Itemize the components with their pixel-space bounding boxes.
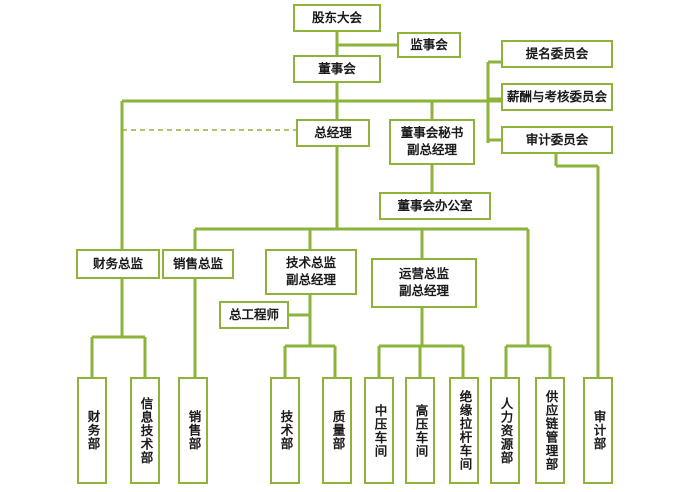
node-audit-committee: 审计委员会 [501, 126, 613, 154]
node-board-secretary: 董事会秘书 副总经理 [389, 119, 475, 165]
node-audit-dept: 审计部 [583, 377, 613, 484]
operations-director-line1: 运营总监 [398, 266, 449, 282]
tech-director-line1: 技术总监 [285, 255, 336, 271]
node-finance-director: 财务总监 [76, 249, 160, 279]
board-secretary-line1: 董事会秘书 [400, 125, 464, 141]
node-sales-dept: 销售部 [178, 377, 208, 484]
node-quality-dept: 质量部 [322, 377, 352, 484]
tech-director-line2: 副总经理 [285, 272, 336, 287]
node-supply-chain-dept: 供应链管理部 [535, 377, 565, 484]
node-board-office: 董事会办公室 [379, 192, 491, 220]
node-tech-director: 技术总监 副总经理 [265, 249, 357, 295]
node-general-manager: 总经理 [296, 119, 370, 147]
node-compensation-committee: 薪酬与考核委员会 [501, 83, 613, 111]
node-insulator-workshop: 绝缘拉杆车间 [449, 377, 479, 484]
node-nomination-committee: 提名委员会 [501, 40, 613, 68]
node-finance-dept: 财务部 [77, 377, 107, 484]
board-secretary-line2: 副总经理 [406, 142, 457, 157]
node-it-dept: 信息技术部 [130, 377, 160, 484]
node-hr-dept: 人力资源部 [490, 377, 520, 484]
node-chief-engineer: 总工程师 [219, 301, 289, 329]
operations-director-line2: 副总经理 [398, 283, 449, 298]
node-tech-dept: 技术部 [270, 377, 300, 484]
node-hv-workshop: 高压车间 [405, 377, 435, 484]
node-operations-director: 运营总监 副总经理 [371, 258, 477, 308]
node-sales-director: 销售总监 [162, 249, 234, 279]
node-mv-workshop: 中压车间 [364, 377, 394, 484]
node-shareholders-meeting: 股东大会 [293, 4, 381, 32]
node-board-of-directors: 董事会 [293, 55, 381, 83]
node-supervisory-board: 监事会 [397, 32, 461, 58]
